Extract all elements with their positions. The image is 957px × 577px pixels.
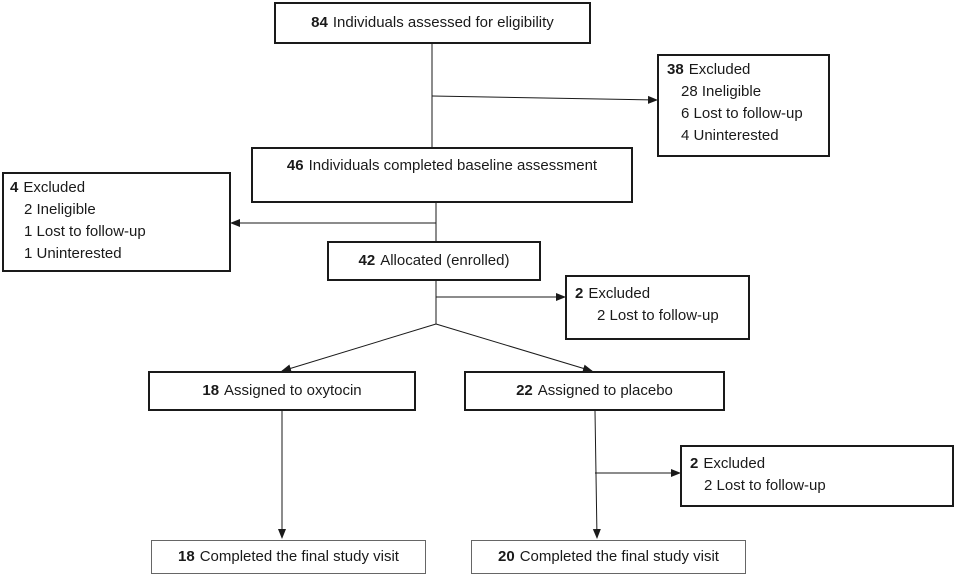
excluded-3-label: Excluded (588, 285, 651, 302)
box-completed-oxytocin: 18 Completed the final study visit (151, 540, 426, 574)
excluded-2-label: Excluded (23, 179, 86, 196)
box-oxytocin: 18 Assigned to oxytocin (148, 371, 416, 411)
baseline-label: Individuals completed baseline assessmen… (308, 157, 598, 174)
allocated-count: 42 (358, 252, 376, 269)
arrow-to-excluded-1 (431, 95, 658, 104)
assessed-label: Individuals assessed for eligibility (332, 14, 554, 31)
box-placebo: 22 Assigned to placebo (464, 371, 725, 411)
excluded-1-detail: 4 Uninterested (681, 127, 779, 144)
excluded-1-count: 38 (667, 61, 684, 78)
excluded-1-detail: 28 Ineligible (681, 83, 762, 100)
excluded-2-detail: 1 Uninterested (24, 245, 122, 262)
arrow-to-placebo (435, 323, 593, 373)
completed-placebo-label: Completed the final study visit (519, 548, 719, 565)
excluded-2-detail: 2 Ineligible (24, 201, 96, 218)
oxytocin-label: Assigned to oxytocin (224, 382, 362, 399)
allocated-label: Allocated (enrolled) (380, 252, 510, 269)
oxytocin-count: 18 (202, 382, 220, 399)
box-allocated: 42 Allocated (enrolled) (327, 241, 541, 281)
excluded-2-count: 4 (10, 179, 19, 196)
excluded-3-detail: 2 Lost to follow-up (597, 307, 719, 324)
baseline-count: 46 (286, 157, 304, 174)
excluded-2-detail: 1 Lost to follow-up (24, 223, 146, 240)
completed-oxytocin-label: Completed the final study visit (199, 548, 399, 565)
arrow-to-oxytocin (281, 323, 437, 373)
excluded-4-label: Excluded (703, 455, 766, 472)
completed-placebo-count: 20 (498, 548, 515, 565)
box-completed-placebo: 20 Completed the final study visit (471, 540, 746, 574)
excluded-4-detail: 2 Lost to follow-up (704, 477, 826, 494)
assessed-count: 84 (311, 14, 328, 31)
placebo-label: Assigned to placebo (537, 382, 673, 399)
excluded-1-label: Excluded (688, 61, 751, 78)
box-assessed: 84 Individuals assessed for eligibility (274, 2, 591, 44)
excluded-1-detail: 6 Lost to follow-up (681, 105, 803, 122)
excluded-4-count: 2 (690, 455, 699, 472)
box-baseline: 46 Individuals completed baseline assess… (251, 147, 633, 203)
completed-oxytocin-count: 18 (178, 548, 195, 565)
arrow-to-completed-placebo (592, 410, 601, 539)
excluded-3-count: 2 (575, 285, 584, 302)
placebo-count: 22 (516, 382, 533, 399)
